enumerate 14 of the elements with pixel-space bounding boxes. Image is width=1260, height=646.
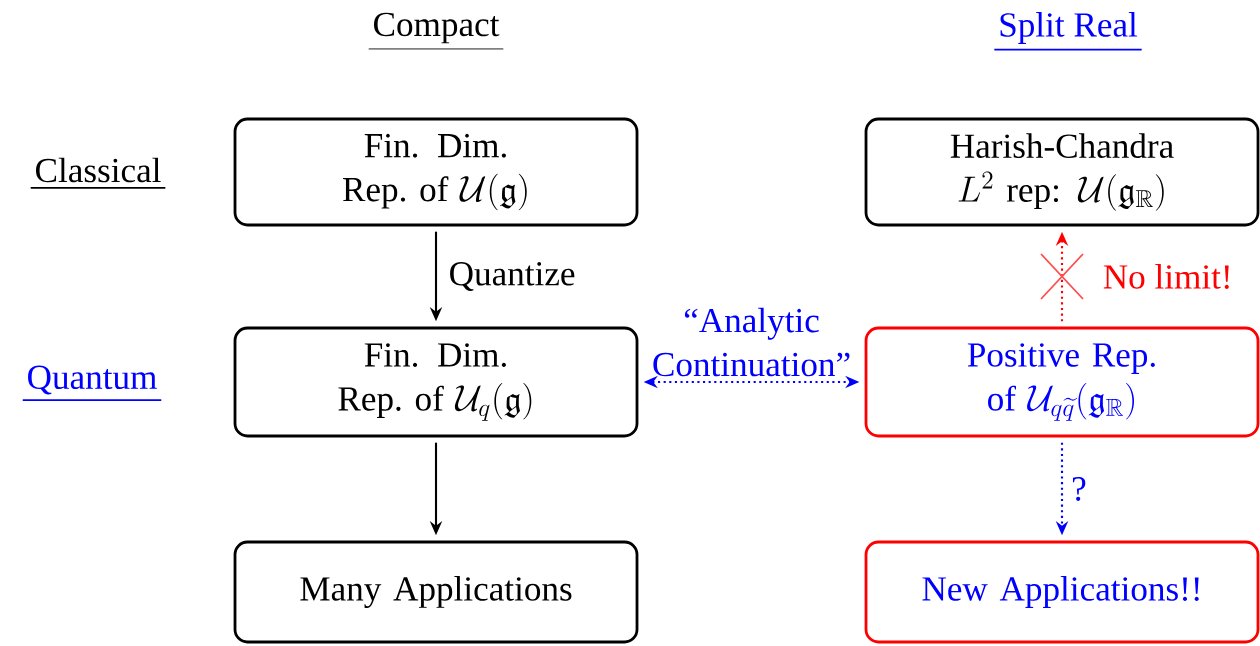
- rounded-box: New Applications!!: [864, 540, 1260, 644]
- rounded-box: Positive Rep. $\text{of }\mathcal{U}_{q\widetilde{q}}(\mathfrak{g}_\mathbb{R})$: [864, 326, 1260, 438]
- rounded-box: Fin. Dim. $\text{Rep.\ of }\mathcal{U}_q(\mathfrak{g})$: [233, 326, 639, 438]
- rounded-box: Fin. Dim. $\text{Rep.\ of }\mathcal{U}(\mathfrak{g})$: [233, 117, 639, 227]
- edge-label: No limit!: [1103, 264, 1229, 289]
- edge-label: ?: [1072, 477, 1086, 501]
- rounded-box: Many Applications: [233, 540, 639, 644]
- column-heading: Compact: [367, 12, 505, 50]
- rounded-box: Harish-Chandra $L^2\text{ rep: }\mathcal{U}(\mathfrak{g}_\mathbb{R})$: [864, 117, 1260, 227]
- column-heading: Split Real: [993, 12, 1143, 51]
- edge-label: “Analytic Continuation”: [653, 307, 850, 377]
- row-heading: Quantum: [21, 365, 163, 401]
- row-heading: Classical: [29, 157, 167, 189]
- edge-label: Quantize: [450, 262, 575, 291]
